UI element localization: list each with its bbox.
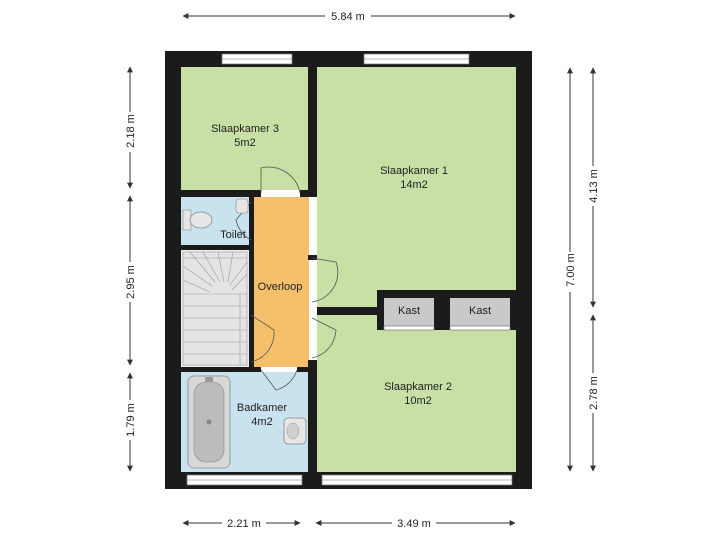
windows [186,53,513,486]
dimension-right-split: 4.13 m 2.78 m [586,67,600,472]
overloop-name: Overloop [258,281,303,293]
toilet-name: Toilet [220,229,246,241]
dim-right-bottom-label: 2.78 m [588,376,600,410]
slaapkamer2-area: 10m2 [404,395,432,407]
dim-left-middle-label: 2.95 m [125,265,137,299]
dimension-left: 2.18 m 2.95 m 1.79 m [123,66,137,472]
badkamer-area: 4m2 [251,416,272,428]
slaapkamer1-floor [317,67,516,307]
slaapkamer2-name: Slaapkamer 2 [384,381,452,393]
kast2-floor [450,298,510,326]
badkamer-name: Badkamer [237,402,287,414]
slaapkamer3-floor [181,67,308,190]
dim-right-top-label: 4.13 m [588,169,600,203]
slaapkamer1-area: 14m2 [400,179,428,191]
staircase [182,251,248,366]
slaapkamer2-floor [317,315,516,472]
toilet-washbasin [235,198,249,214]
dim-left-bottom-label: 1.79 m [125,403,137,437]
kast2-name: Kast [469,305,491,317]
kast1-name: Kast [398,305,420,317]
kast1-floor [384,298,434,326]
dim-right-total-label: 7.00 m [565,253,577,287]
dimension-top: 5.84 m [182,9,516,23]
dim-bottom-left-label: 2.21 m [227,518,261,530]
sink [283,417,307,445]
slaapkamer3-area: 5m2 [234,137,255,149]
dim-left-top-label: 2.18 m [125,114,137,148]
dimension-right-total: 7.00 m [563,67,577,472]
bathtub [187,375,231,469]
toilet-bowl [182,209,213,231]
overloop-floor [254,197,309,367]
dim-bottom-right-label: 3.49 m [397,518,431,530]
slaapkamer1-name: Slaapkamer 1 [380,165,448,177]
dim-top-label: 5.84 m [331,11,365,23]
slaapkamer3-name: Slaapkamer 3 [211,123,279,135]
dimension-bottom: 2.21 m 3.49 m [182,516,516,530]
doors [235,166,339,391]
